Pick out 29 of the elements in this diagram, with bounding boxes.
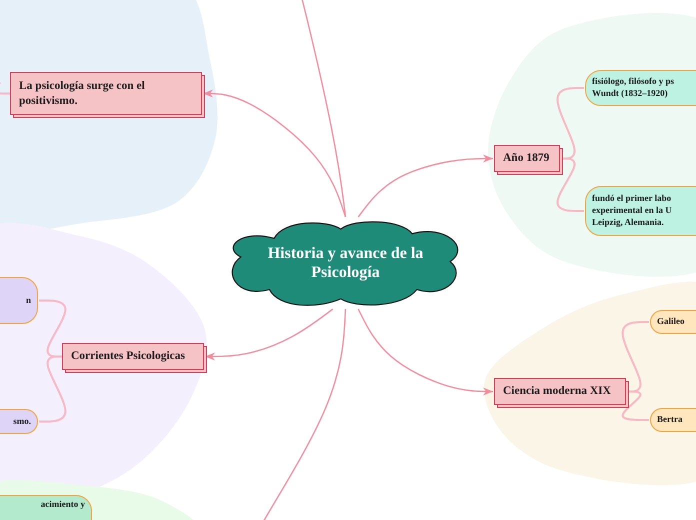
node-label: fundó el primer labo experimental en la U Leipzig, Alemania. (592, 193, 673, 229)
arrow (203, 90, 346, 218)
subtopic-box (585, 70, 696, 106)
node-label: fisiólogo, filósofo y ps Wundt (1832–1920) (592, 76, 676, 100)
connector-line (556, 158, 584, 212)
connector-line (622, 321, 649, 392)
node-label: Ciencia moderna XIX (503, 384, 611, 399)
node-label: Galileo (657, 316, 686, 328)
topic-box (10, 72, 202, 115)
connector-line (622, 390, 649, 421)
connector-line (39, 300, 66, 358)
node-label: Año 1879 (503, 151, 550, 166)
topic-box (62, 343, 204, 370)
node-label: La psicología surge con el positivismo. (19, 78, 146, 108)
arrow (205, 308, 334, 360)
subtopic-box (585, 186, 696, 236)
node-label: n (26, 294, 31, 306)
arrow (358, 154, 493, 218)
connector-line (556, 87, 584, 160)
connector-line (39, 356, 66, 422)
connector-line (0, 80, 10, 94)
node-label: smo. (13, 416, 31, 428)
node-label: Corrientes Psicologicas (71, 349, 186, 364)
node-label: Bertra (657, 414, 684, 426)
node-label: acimiento y (40, 499, 85, 511)
topic-box (494, 378, 626, 405)
topic-title: Historia y avance de la Psicología (266, 244, 424, 282)
topic-box (494, 145, 560, 172)
arrow (358, 308, 493, 396)
